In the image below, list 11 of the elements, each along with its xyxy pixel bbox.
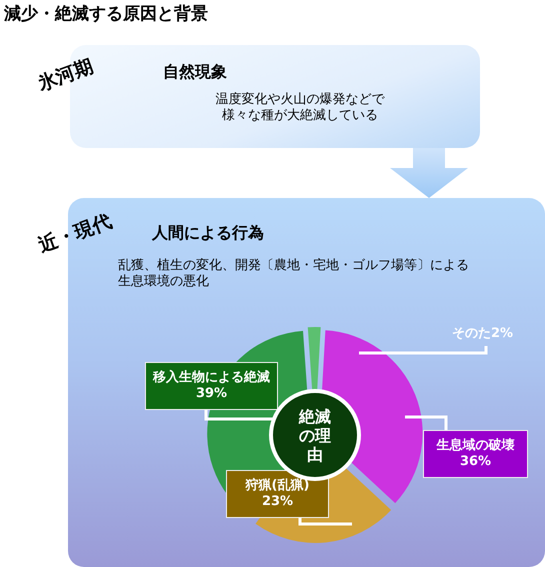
slice-label: そのた2% — [452, 325, 514, 342]
arrow — [390, 148, 468, 198]
title: 減少・絶滅する原因と背景 — [4, 3, 208, 25]
callout-box: 移入生物による絶滅 39% — [145, 362, 278, 410]
box-text: 温度変化や火山の爆発などで様々な種が大絶滅している — [214, 92, 386, 124]
box-text: 乱獲、植生の変化、開発〔農地・宅地・ゴルフ場等〕による生息環境の悪化 — [118, 258, 470, 290]
box-heading: 人間による行為 — [152, 223, 264, 244]
period-label: 氷河期 — [34, 54, 96, 96]
box-heading: 自然現象 — [163, 62, 227, 83]
callout-box: 生息域の破壊 36% — [423, 430, 528, 478]
period-label: 近・現代 — [36, 209, 116, 257]
